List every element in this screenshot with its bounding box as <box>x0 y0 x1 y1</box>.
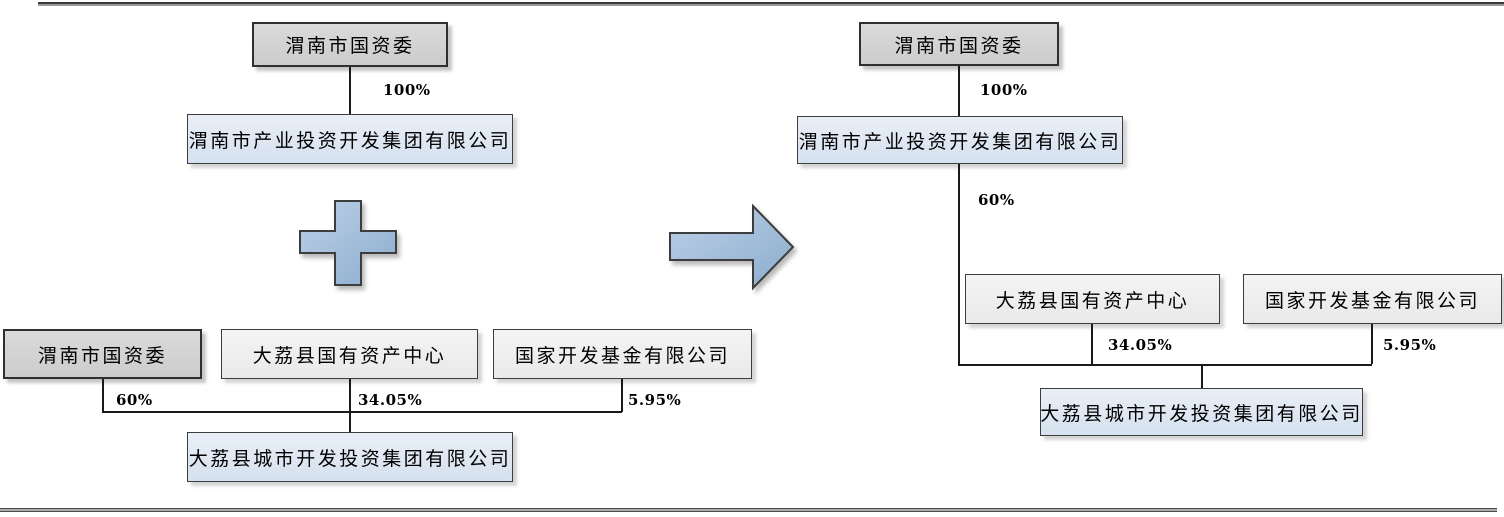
left-city-company-box: 大荔县城市开发投资集团有限公司 <box>187 432 513 482</box>
right-connector-city-stub <box>1201 364 1203 388</box>
plus-icon <box>299 200 397 286</box>
right-city-company-box: 大荔县城市开发投资集团有限公司 <box>1040 388 1363 436</box>
left-connector-asset-city <box>349 379 351 432</box>
right-connector-group-city <box>958 164 960 364</box>
bottom-rule <box>0 508 1497 512</box>
left-pct-3405: 34.05% <box>358 391 423 409</box>
left-connector-bus <box>102 411 622 413</box>
left-group-company-box: 渭南市产业投资开发集团有限公司 <box>187 114 513 164</box>
right-group-company-box: 渭南市产业投资开发集团有限公司 <box>797 116 1123 164</box>
right-pct-595: 5.95% <box>1383 336 1437 354</box>
left-pct-595: 5.95% <box>628 391 682 409</box>
arrow-right-icon <box>669 203 795 291</box>
right-pct-100: 100% <box>980 81 1028 99</box>
left-asset-center-box: 大荔县国有资产中心 <box>221 329 478 379</box>
left-fund-company-box: 国家开发基金有限公司 <box>493 329 752 379</box>
right-asset-center-box: 大荔县国有资产中心 <box>965 274 1220 324</box>
left-sasac-bottom-box: 渭南市国资委 <box>3 329 202 379</box>
right-connector-asset-stub <box>1091 324 1093 364</box>
left-connector-fund-stub <box>621 379 623 412</box>
right-pct-60: 60% <box>978 191 1015 209</box>
left-pct-60: 60% <box>116 391 153 409</box>
left-connector-sasac-stub <box>102 379 104 412</box>
right-connector-fund-stub <box>1371 324 1373 364</box>
left-sasac-top-box: 渭南市国资委 <box>252 22 448 67</box>
right-fund-company-box: 国家开发基金有限公司 <box>1243 274 1502 324</box>
left-connector-sasac-group <box>349 67 351 114</box>
top-rule <box>38 2 1504 6</box>
right-sasac-top-box: 渭南市国资委 <box>859 22 1059 66</box>
right-connector-sasac-group <box>958 66 960 116</box>
right-connector-bus <box>958 364 1372 366</box>
right-pct-3405: 34.05% <box>1108 336 1173 354</box>
left-pct-100: 100% <box>383 81 431 99</box>
